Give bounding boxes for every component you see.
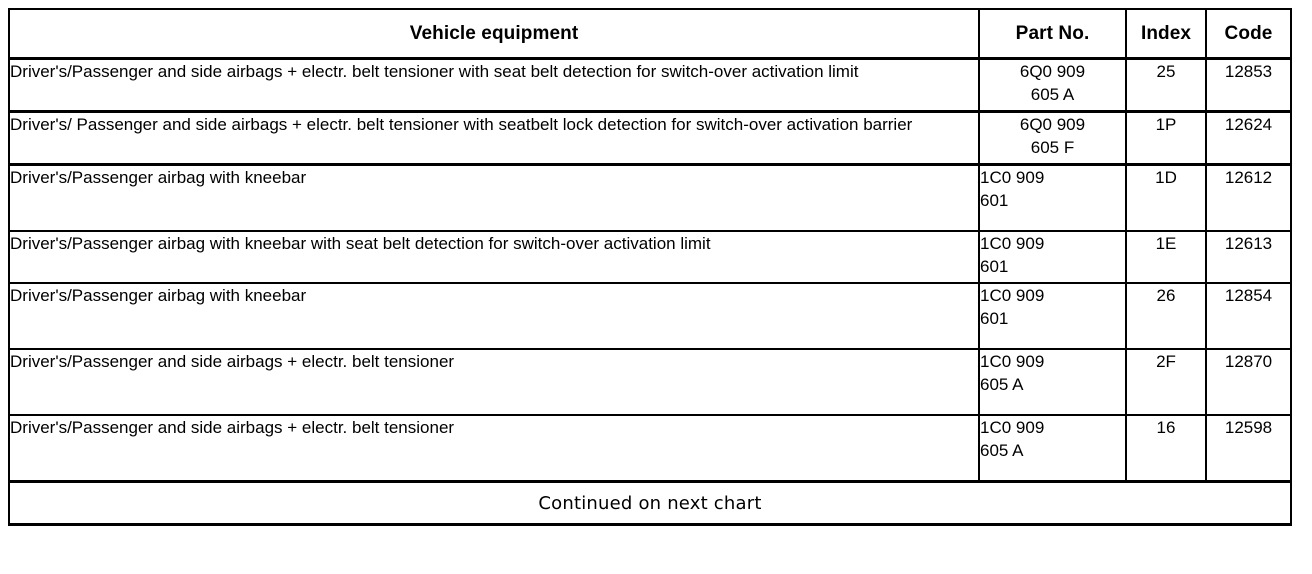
part-no-line-2: 605 A	[980, 375, 1024, 394]
cell-description: Driver's/Passenger airbag with kneebar	[8, 163, 980, 232]
part-no-line-1: 1C0 909	[980, 352, 1045, 371]
cell-description: Driver's/Passenger and side airbags + el…	[8, 57, 980, 113]
cell-description: Driver's/Passenger and side airbags + el…	[8, 414, 980, 483]
cell-index: 1P	[1125, 110, 1207, 166]
part-no-line-1: 6Q0 909	[1019, 115, 1086, 134]
cell-code: 12598	[1205, 414, 1292, 483]
cell-description: Driver's/Passenger airbag with kneebar	[8, 282, 980, 350]
part-no-line-2: 605 A	[980, 441, 1024, 460]
part-no-line-2: 601	[980, 191, 1009, 210]
column-header-part-no: Part No.	[978, 8, 1127, 60]
part-no-line-1: 1C0 909	[980, 286, 1045, 305]
cell-part-no: 1C0 909 605 A	[978, 414, 1127, 483]
column-header-index: Index	[1125, 8, 1207, 60]
cell-code: 12613	[1205, 230, 1292, 284]
part-no-line-1: 6Q0 909	[1019, 62, 1086, 81]
cell-index: 16	[1125, 414, 1207, 483]
part-no-line-2: 601	[980, 309, 1009, 328]
cell-code: 12624	[1205, 110, 1292, 166]
table-row: Driver's/Passenger airbag with kneebar w…	[8, 230, 1292, 284]
table-row: Driver's/Passenger airbag with kneebar 1…	[8, 282, 1292, 350]
cell-index: 2F	[1125, 348, 1207, 416]
cell-code: 12612	[1205, 163, 1292, 232]
table-row: Driver's/Passenger and side airbags + el…	[8, 348, 1292, 416]
table-header-row: Vehicle equipment Part No. Index Code	[8, 8, 1292, 60]
column-header-code: Code	[1205, 8, 1292, 60]
cell-code: 12854	[1205, 282, 1292, 350]
table-body: Driver's/Passenger and side airbags + el…	[8, 57, 1292, 526]
cell-description: Driver's/ Passenger and side airbags + e…	[8, 110, 980, 166]
cell-part-no: 1C0 909 601	[978, 230, 1127, 284]
cell-index: 1E	[1125, 230, 1207, 284]
part-no-line-2: 601	[980, 257, 1009, 276]
continued-on-next-chart-label: Continued on next chart	[8, 480, 1292, 526]
table-row: Driver's/Passenger airbag with kneebar 1…	[8, 163, 1292, 232]
vehicle-equipment-table: Vehicle equipment Part No. Index Code Dr…	[8, 8, 1292, 526]
cell-part-no: 1C0 909 601	[978, 282, 1127, 350]
part-no-line-1: 1C0 909	[980, 234, 1045, 253]
cell-part-no: 1C0 909 601	[978, 163, 1127, 232]
cell-code: 12870	[1205, 348, 1292, 416]
column-header-vehicle-equipment: Vehicle equipment	[8, 8, 980, 60]
table-row: Driver's/Passenger and side airbags + el…	[8, 57, 1292, 113]
table-header: Vehicle equipment Part No. Index Code	[8, 8, 1292, 60]
cell-index: 1D	[1125, 163, 1207, 232]
cell-index: 26	[1125, 282, 1207, 350]
cell-part-no: 6Q0 909 605 A	[978, 57, 1127, 113]
cell-description: Driver's/Passenger and side airbags + el…	[8, 348, 980, 416]
part-no-line-1: 1C0 909	[980, 418, 1045, 437]
cell-part-no: 1C0 909 605 A	[978, 348, 1127, 416]
part-no-line-2: 605 A	[1030, 85, 1075, 104]
cell-description: Driver's/Passenger airbag with kneebar w…	[8, 230, 980, 284]
cell-code: 12853	[1205, 57, 1292, 113]
cell-index: 25	[1125, 57, 1207, 113]
table-footer-row: Continued on next chart	[8, 480, 1292, 526]
table-row: Driver's/ Passenger and side airbags + e…	[8, 110, 1292, 166]
part-no-line-1: 1C0 909	[980, 168, 1045, 187]
cell-part-no: 6Q0 909 605 F	[978, 110, 1127, 166]
part-no-line-2: 605 F	[1030, 138, 1075, 157]
table-row: Driver's/Passenger and side airbags + el…	[8, 414, 1292, 483]
